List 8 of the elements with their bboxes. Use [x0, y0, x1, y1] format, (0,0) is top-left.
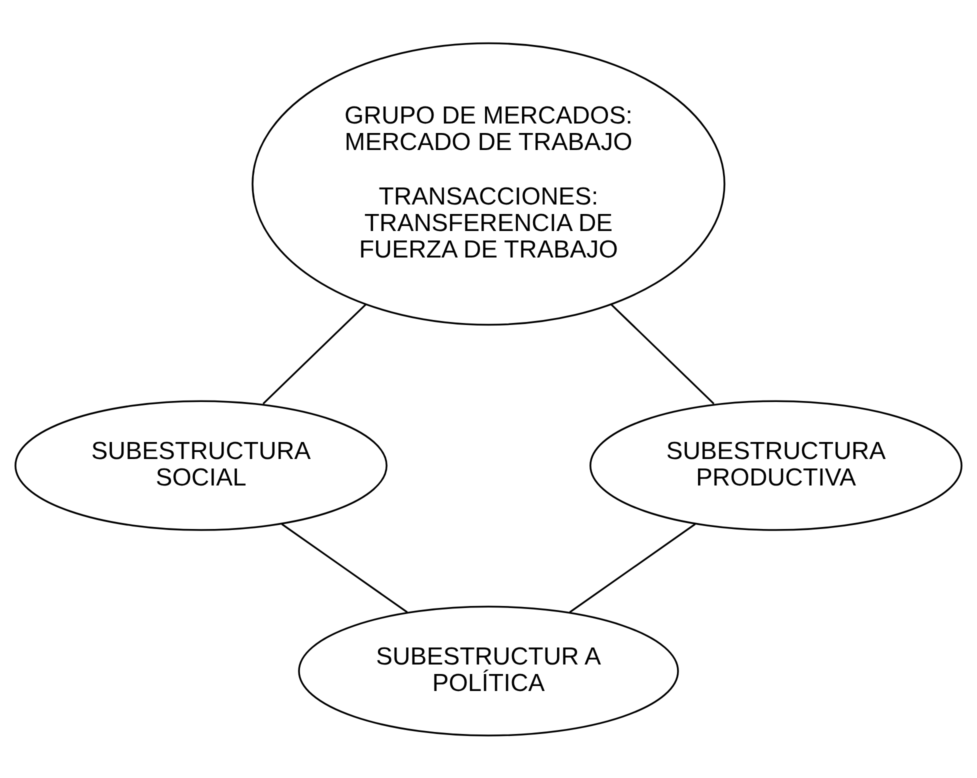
connector: [569, 522, 696, 612]
node-ellipse: SUBESTRUCTURA SOCIAL: [14, 400, 388, 530]
node-ellipse: SUBESTRUCTURA PRODUCTIVA: [590, 400, 962, 530]
connector: [610, 303, 714, 404]
node-ellipse: SUBESTRUCTUR A POLÍTICA: [298, 605, 679, 736]
connector: [281, 522, 408, 612]
connector: [262, 303, 366, 404]
node-ellipse: GRUPO DE MERCADOS: MERCADO DE TRABAJO TRANSACCIONES: TRANSFERENCIA DE FUERZA DE TRABAJO: [252, 42, 726, 326]
